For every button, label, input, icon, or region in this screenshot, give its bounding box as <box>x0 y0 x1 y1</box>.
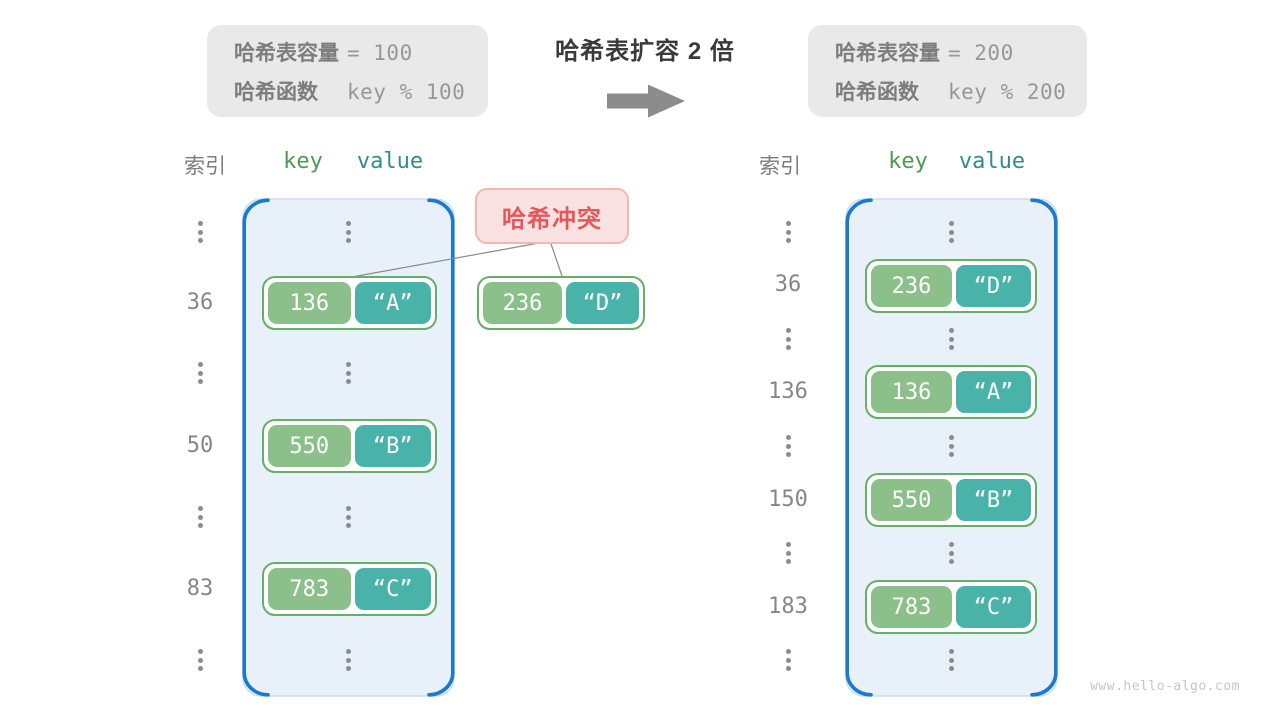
key-cell: 236 <box>483 282 562 324</box>
ellipsis-dots <box>189 506 211 528</box>
key-cell: 783 <box>268 568 351 610</box>
ellipsis-dots <box>189 649 211 671</box>
ellipsis-dots <box>940 328 962 350</box>
right-value-header: value <box>958 149 1026 174</box>
ellipsis-dots <box>337 362 359 384</box>
ellipsis-dots <box>337 649 359 671</box>
hash-function-label: 哈希函数 <box>835 80 919 104</box>
key-cell: 236 <box>871 265 952 307</box>
capacity-line: 哈希表容量 = 200 <box>835 37 1087 67</box>
watermark: www.hello-algo.com <box>1090 679 1240 694</box>
value-cell: “B” <box>956 479 1031 521</box>
key-value-pair: 550 “B” <box>262 419 437 473</box>
ellipsis-dots <box>189 362 211 384</box>
value-cell: “C” <box>956 586 1031 628</box>
value-cell: “C” <box>354 568 431 610</box>
colliding-key-value-pair: 236 “D” <box>477 276 645 330</box>
ellipsis-dots <box>777 435 799 457</box>
left-key-header: key <box>283 149 323 174</box>
left-index-header: 索引 <box>184 155 226 178</box>
hash-function-label: 哈希函数 <box>234 80 318 104</box>
value-cell: “A” <box>956 371 1031 413</box>
key-value-pair: 236 “D” <box>865 259 1037 313</box>
capacity-line: 哈希表容量 = 100 <box>234 37 488 67</box>
left-index-label: 83 <box>186 576 214 601</box>
left-index-label: 50 <box>186 433 214 458</box>
left-value-header: value <box>356 149 424 174</box>
ellipsis-dots <box>940 649 962 671</box>
right-key-header: key <box>888 149 928 174</box>
left-index-label: 36 <box>186 290 214 315</box>
key-cell: 550 <box>268 425 351 467</box>
right-index-label: 36 <box>774 272 802 297</box>
hash-info-before: 哈希表容量 = 100 哈希函数 key % 100 <box>207 25 488 117</box>
value-cell: “D” <box>565 282 639 324</box>
key-cell: 783 <box>871 586 952 628</box>
key-cell: 550 <box>871 479 952 521</box>
capacity-value: = 100 <box>347 40 413 65</box>
right-index-header: 索引 <box>759 155 801 178</box>
ellipsis-dots <box>777 542 799 564</box>
hash-collision-callout: 哈希冲突 <box>475 188 629 244</box>
ellipsis-dots <box>777 649 799 671</box>
right-arrow-icon <box>607 84 685 118</box>
capacity-value: = 200 <box>948 40 1014 65</box>
right-index-label: 183 <box>768 594 808 619</box>
capacity-label: 哈希表容量 <box>234 41 339 65</box>
capacity-label: 哈希表容量 <box>835 41 940 65</box>
right-index-label: 136 <box>768 379 808 404</box>
ellipsis-dots <box>337 506 359 528</box>
key-value-pair: 783 “C” <box>262 562 437 616</box>
diagram-title: 哈希表扩容 2 倍 <box>555 38 735 65</box>
ellipsis-dots <box>940 542 962 564</box>
value-cell: “A” <box>354 282 431 324</box>
ellipsis-dots <box>189 221 211 243</box>
key-value-pair: 550 “B” <box>865 473 1037 527</box>
ellipsis-dots <box>337 221 359 243</box>
key-value-pair: 783 “C” <box>865 580 1037 634</box>
ellipsis-dots <box>777 328 799 350</box>
right-index-label: 150 <box>768 487 808 512</box>
ellipsis-dots <box>940 435 962 457</box>
key-value-pair: 136 “A” <box>262 276 437 330</box>
ellipsis-dots <box>777 221 799 243</box>
value-cell: “D” <box>956 265 1031 307</box>
key-cell: 136 <box>871 371 952 413</box>
key-value-pair: 136 “A” <box>865 365 1037 419</box>
hash-function-line: 哈希函数 key % 100 <box>234 76 488 106</box>
key-cell: 136 <box>268 282 351 324</box>
hash-function-line: 哈希函数 key % 200 <box>835 76 1087 106</box>
hash-function-value: key % 200 <box>948 79 1067 104</box>
value-cell: “B” <box>354 425 431 467</box>
hash-function-value: key % 100 <box>347 79 466 104</box>
hash-info-after: 哈希表容量 = 200 哈希函数 key % 200 <box>808 25 1087 117</box>
ellipsis-dots <box>940 221 962 243</box>
